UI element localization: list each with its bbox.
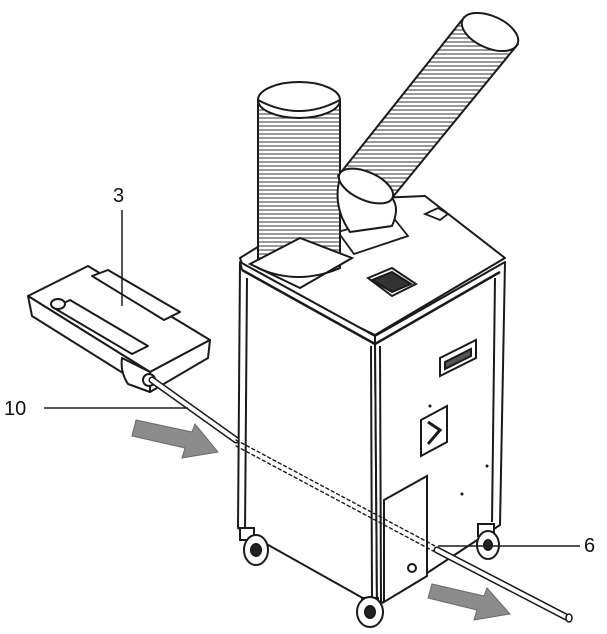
leader-lines	[44, 210, 580, 547]
service-panel	[383, 474, 428, 604]
callout-3-drain-tank: 3	[113, 185, 125, 207]
chevron-badge	[420, 404, 448, 458]
callout-6-drain-outlet: 6	[584, 535, 596, 557]
flow-arrow-right	[427, 583, 511, 621]
caster-rear-right	[476, 523, 500, 560]
flow-arrow-left	[131, 419, 219, 459]
side-handle	[439, 338, 477, 378]
screws	[428, 404, 489, 496]
top-handle	[422, 206, 450, 222]
callout-10-drain-hose: 10	[4, 398, 27, 420]
intake-duct	[247, 81, 355, 290]
exhaust-duct	[336, 11, 520, 233]
control-panel	[366, 266, 418, 298]
drain-hose	[148, 376, 573, 623]
caster-front-center	[356, 596, 384, 628]
drain-tank	[27, 265, 211, 393]
caster-front-left	[239, 527, 269, 566]
